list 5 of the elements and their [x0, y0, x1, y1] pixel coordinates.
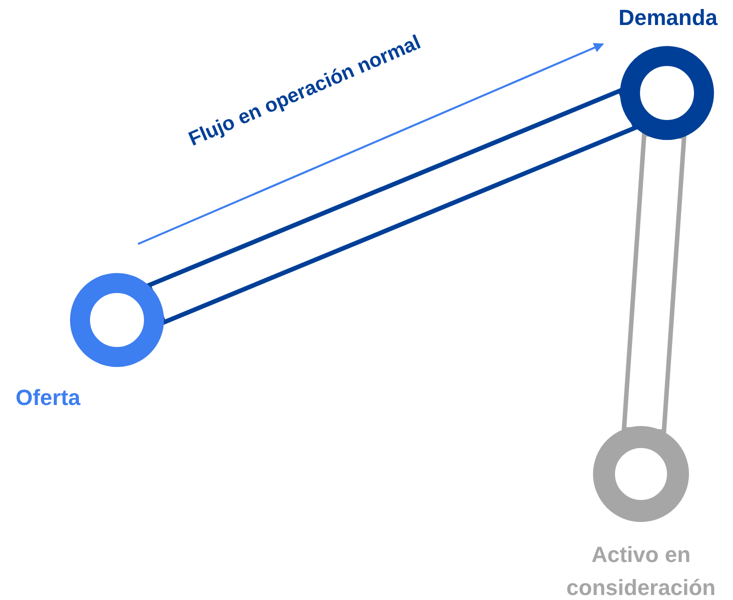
node-label: Oferta [14, 384, 82, 412]
pipe-connector [622, 132, 686, 434]
pipe-connector [146, 88, 638, 326]
node-label: Activo en consideración [565, 541, 717, 600]
node-label: Demanda [617, 4, 719, 32]
